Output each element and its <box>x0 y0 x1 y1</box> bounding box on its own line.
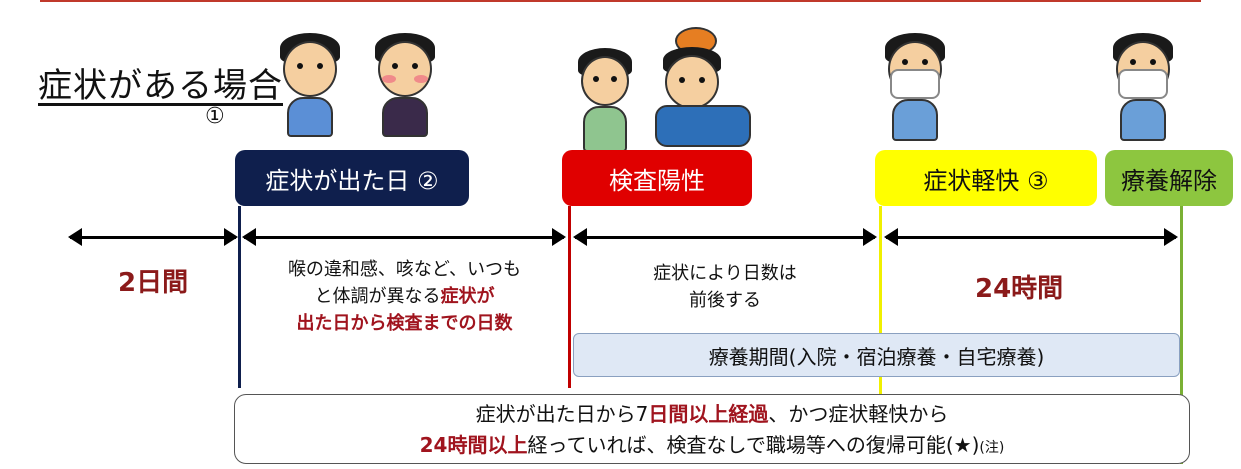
person-mask-illustration <box>880 15 950 145</box>
section-title: 症状がある場合 <box>38 66 283 106</box>
onset-marker-line <box>238 206 241 388</box>
arrow-onset-to-test <box>242 228 566 246</box>
interval-onset-to-test-text: 喉の違和感、咳など、いつも と体調が異なる症状が 出た日から検査までの日数 <box>287 259 522 334</box>
arrow-before-onset <box>68 228 238 246</box>
relief-marker-line <box>879 206 882 394</box>
treatment-period-bar: 療養期間(入院・宿泊療養・自宅療養) <box>573 333 1180 377</box>
release-criteria-note: 症状が出た日から7日間以上経過、かつ症状軽快から 24時間以上経っていれば、検査… <box>234 394 1190 464</box>
person-test-illustration <box>575 40 635 152</box>
interval-before-label: 2日間 <box>118 268 189 298</box>
person-mask-smile-illustration <box>1108 15 1178 145</box>
person-cough-illustration <box>275 15 345 137</box>
arrow-test-to-relief <box>573 228 877 246</box>
interval-test-to-relief-text: 症状により日数は 前後する <box>653 263 797 311</box>
stage-test-positive: 検査陽性 <box>562 150 752 206</box>
stage-symptom-relief: 症状軽快 ③ <box>875 150 1097 206</box>
stage-release: 療養解除 <box>1105 150 1233 206</box>
stage-symptom-onset: 症状が出た日 ② <box>235 150 469 206</box>
person-fever-illustration <box>360 15 440 137</box>
release-marker-line <box>1180 206 1183 464</box>
person-bed-illustration <box>645 25 755 147</box>
interval-after-relief-label: 24時間 <box>975 274 1064 304</box>
top-rule <box>40 0 1201 2</box>
title-note: ① <box>205 104 225 129</box>
test-marker-line <box>568 206 571 388</box>
arrow-relief-to-release <box>884 228 1178 246</box>
